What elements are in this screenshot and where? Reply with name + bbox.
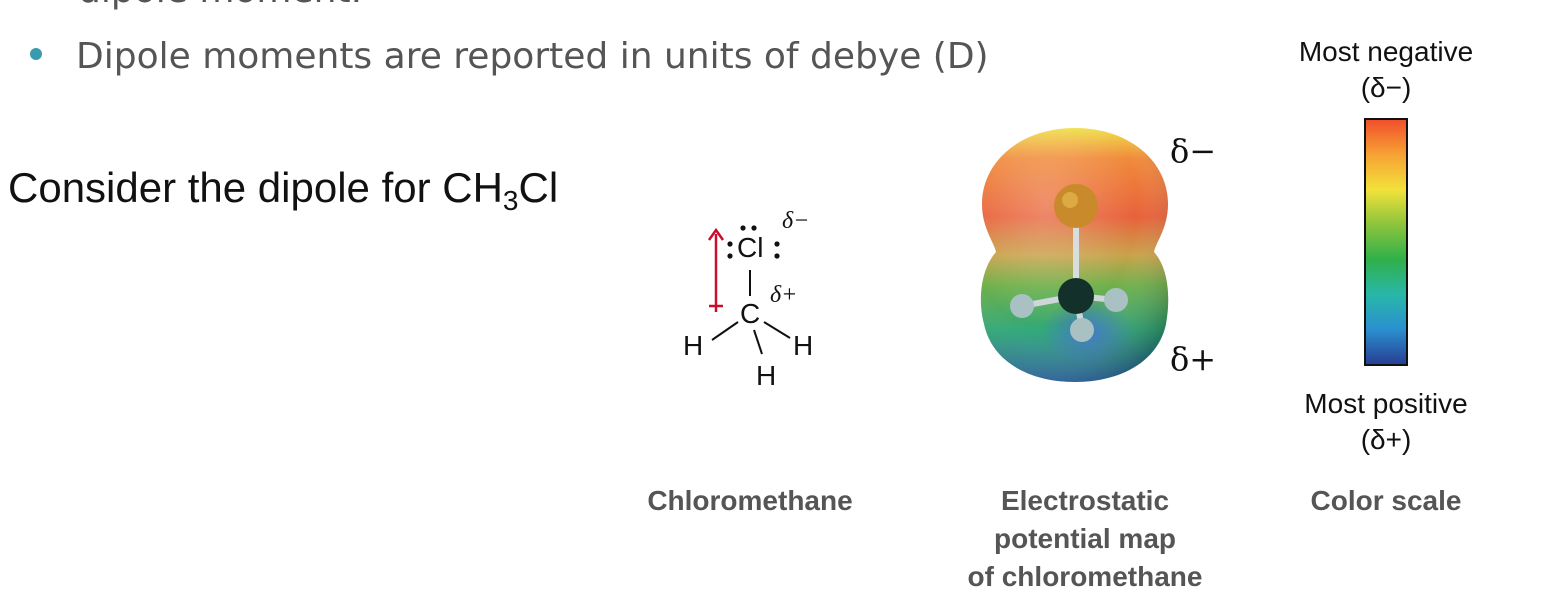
partial-charge-positive: δ+ <box>770 282 798 308</box>
atom-c: C <box>740 298 761 329</box>
partial-charge-negative: δ− <box>782 208 810 234</box>
lone-pair-dot <box>727 253 733 259</box>
lone-pair-dot <box>740 225 746 231</box>
caption-chloromethane: Chloromethane <box>647 485 853 516</box>
heading-subscript: 3 <box>502 185 519 216</box>
scale-bottom-label-line1: Most positive <box>1304 388 1468 419</box>
scale-bottom-label-line2: (δ+) <box>1360 424 1412 455</box>
bond-c-h-bottom <box>753 329 763 355</box>
esp-partial-positive: δ+ <box>1170 340 1217 378</box>
scale-top-label-line1: Most negative <box>1298 36 1474 67</box>
lone-pair-dot <box>774 253 780 259</box>
bullet-item-debye: Dipole moments are reported in units of … <box>30 36 989 77</box>
lone-pair-dot <box>727 241 733 247</box>
heading-suffix: Cl <box>518 164 559 211</box>
atom-h-right: H <box>793 330 814 361</box>
structure-bonds-svg <box>707 225 791 355</box>
scale-top-label: Most negative (δ−) <box>1276 34 1496 106</box>
heading-prefix: Consider the dipole for CH <box>8 164 503 211</box>
esp-map-surface-svg <box>980 128 1169 382</box>
esp-atom-cl <box>1054 184 1098 228</box>
dipole-arrow-head-icon <box>707 227 725 241</box>
atom-cl: Cl <box>737 232 764 263</box>
atom-h-left: H <box>683 330 704 361</box>
caption-esp-map: Electrostatic potential map of chloromet… <box>930 482 1240 596</box>
esp-atom-h <box>1104 288 1128 312</box>
bullet-dot-icon <box>30 48 42 60</box>
caption-esp-line3: of chloromethane <box>967 561 1203 592</box>
esp-atom-h <box>1070 318 1094 342</box>
bond-c-h-left <box>711 321 739 341</box>
chloromethane-structure: Cl δ− C δ+ H H H <box>640 200 880 400</box>
esp-partial-negative: δ− <box>1170 132 1217 170</box>
page-heading: Consider the dipole for CH3Cl <box>8 164 559 215</box>
esp-atom-c <box>1058 278 1094 314</box>
lone-pair-dot <box>751 225 757 231</box>
caption-esp-line1: Electrostatic <box>1000 485 1170 516</box>
bullet-text-clipped: dipole moment. <box>78 0 362 11</box>
color-scale-bar <box>1364 118 1408 366</box>
lone-pair-dot <box>774 241 780 247</box>
scale-top-label-line2: (δ−) <box>1360 72 1412 103</box>
atom-h-bottom: H <box>756 360 777 391</box>
esp-atom-h <box>1010 294 1034 318</box>
caption-color-scale: Color scale <box>1310 485 1462 516</box>
caption-esp-line2: potential map <box>993 523 1176 554</box>
bond-c-h-right <box>763 321 791 339</box>
esp-atom-highlight <box>1062 192 1078 208</box>
esp-map <box>970 124 1180 386</box>
scale-bottom-label: Most positive (δ+) <box>1276 386 1496 458</box>
bullet-text-debye: Dipole moments are reported in units of … <box>76 36 989 77</box>
